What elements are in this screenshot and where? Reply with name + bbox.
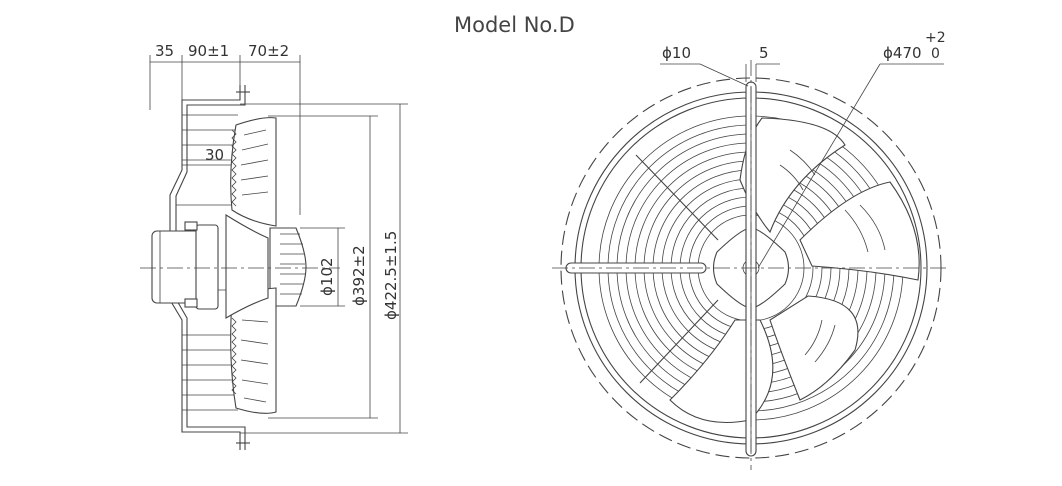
tolerance-upper: +2 — [925, 30, 946, 46]
side-view: 35 90±1 70±2 30 — [140, 42, 408, 450]
dim-5-label: 5 — [759, 44, 769, 62]
front-view: ϕ10 5 ϕ470 +2 0 — [552, 30, 950, 470]
drawing-title: Model No.D — [454, 13, 575, 37]
dim-hole-label: ϕ10 — [662, 44, 691, 62]
dim-35-label: 35 — [155, 42, 174, 60]
tolerance-lower: 0 — [931, 46, 940, 62]
dim-d102-label: ϕ102 — [318, 257, 336, 296]
dim-70-label: 70±2 — [248, 42, 289, 60]
dim-d470-label: ϕ470 — [883, 44, 922, 62]
dim-30-label: 30 — [205, 146, 224, 164]
dim-d422-label: ϕ422.5±1.5 — [382, 231, 400, 320]
dim-90-label: 90±1 — [188, 42, 229, 60]
dim-d392-label: ϕ392±2 — [350, 245, 368, 306]
